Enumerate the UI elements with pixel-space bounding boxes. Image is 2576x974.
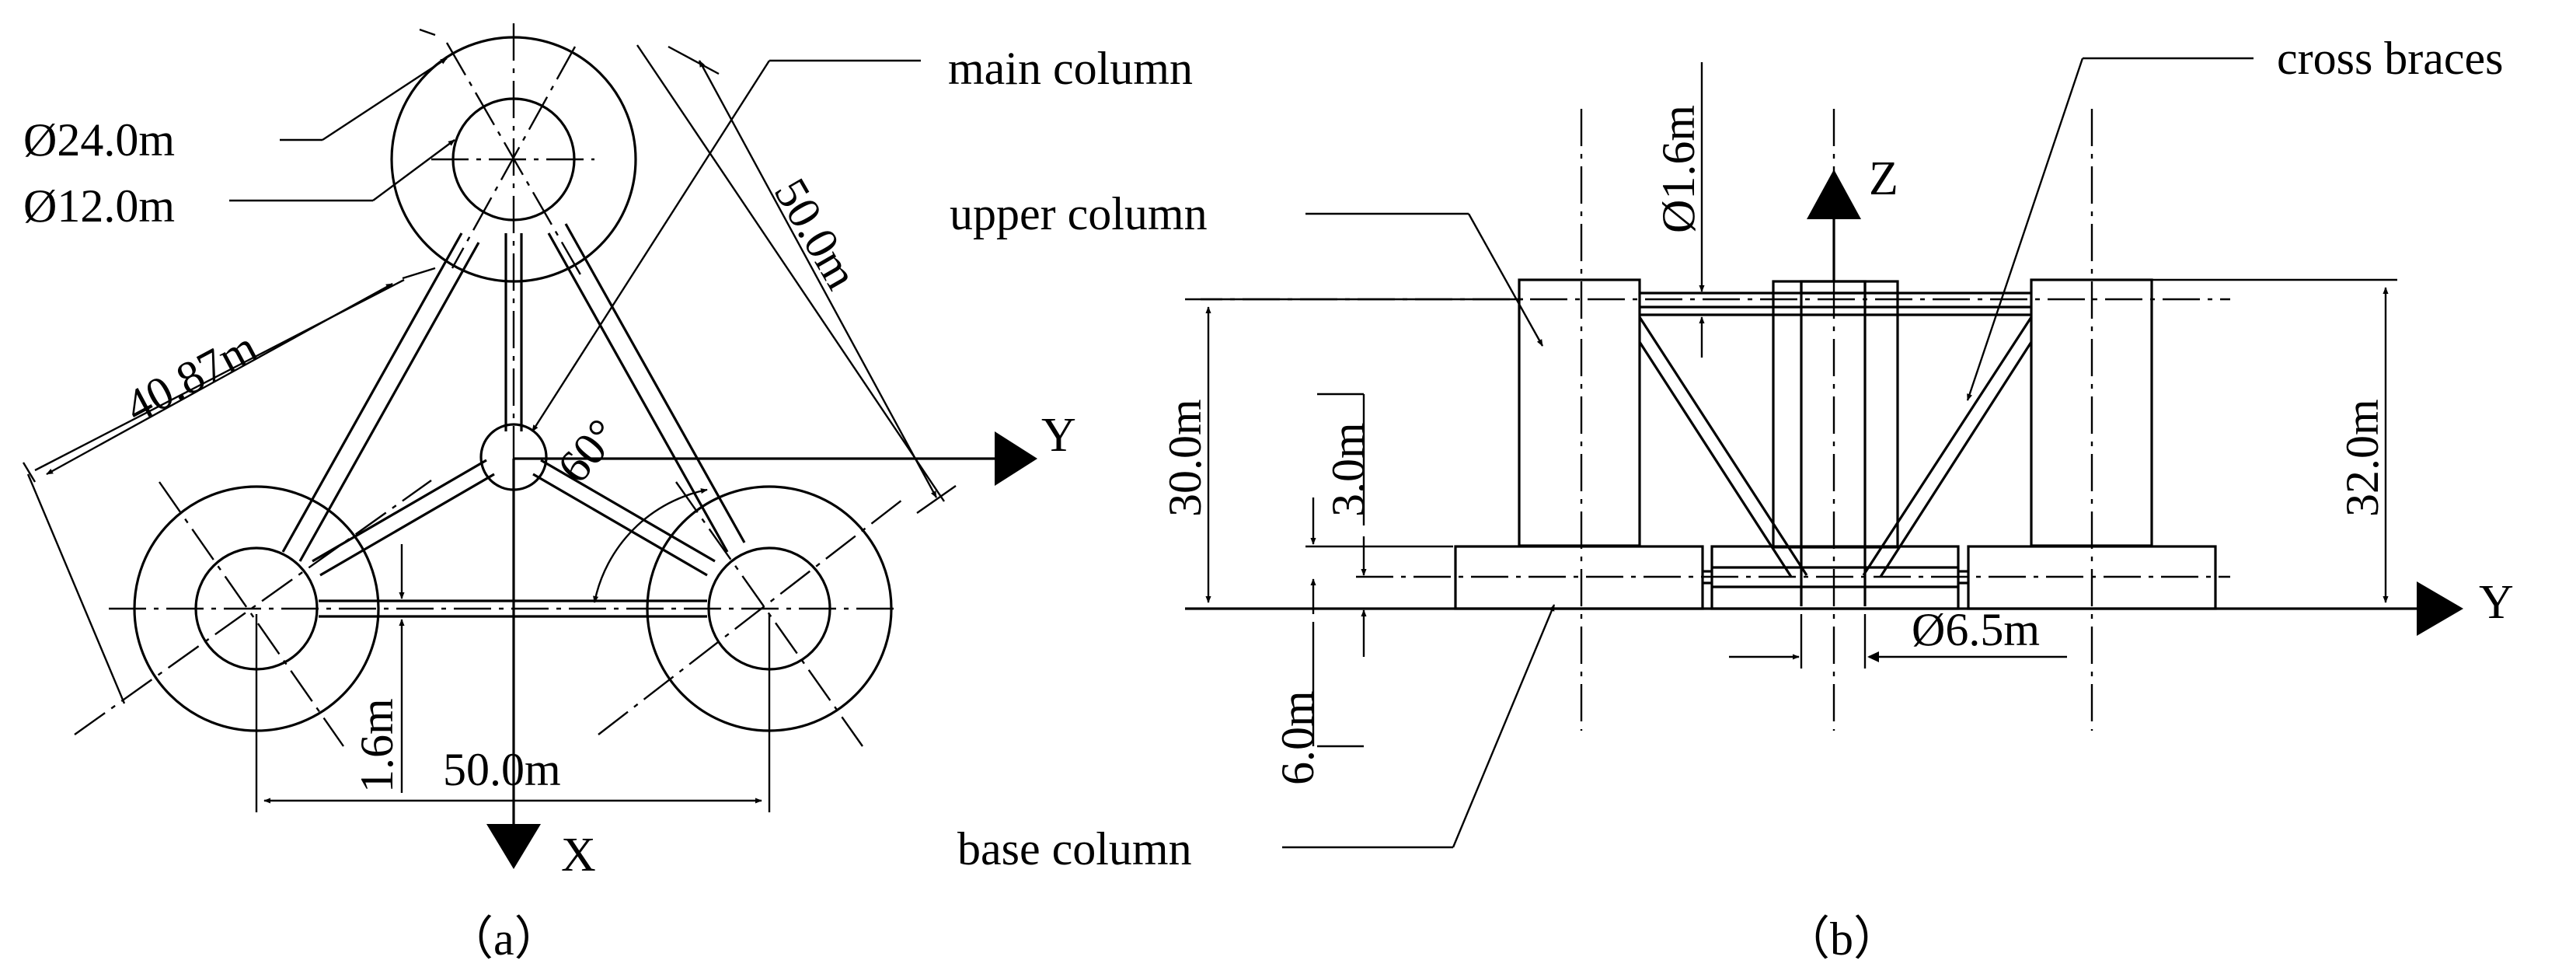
main-diameter-label: Ø6.5m <box>1912 604 2040 655</box>
elevation-view: Y Z 30.0m 3.0m 6.0m <box>950 33 2514 965</box>
total-height-label: 30.0m <box>1159 399 1211 517</box>
main-column-elevation <box>1772 280 1899 549</box>
main-column-leader: main column <box>531 43 1193 432</box>
side-length-label: 40.87m <box>117 321 265 433</box>
dim-total-height: 30.0m <box>1159 298 1523 603</box>
elevation-axes: Y Z <box>1185 152 2514 636</box>
cross-braces-label: cross braces <box>2277 33 2504 84</box>
angle-label: 60° <box>547 410 629 493</box>
dim-main-diameter: Ø6.5m <box>1729 604 2067 669</box>
top-braces <box>1640 292 2031 316</box>
dim-upper-height: 32.0m <box>2152 278 2397 603</box>
offset-label: 1.6m <box>351 698 403 793</box>
elevation-leaders: upper column cross braces base column <box>950 33 2504 875</box>
outer-diameter-label: Ø24.0m <box>23 114 175 166</box>
upper-column-left <box>1518 278 1641 547</box>
dim-brace-diameter: Ø1.6m <box>1653 62 1705 358</box>
plan-y-axis-label: Y <box>1041 409 1076 462</box>
top-column-outer <box>390 36 637 283</box>
plan-x-axis-label: X <box>561 829 596 881</box>
base-top-label: 3.0m <box>1323 422 1374 517</box>
diameter-leaders: Ø24.0m Ø12.0m <box>23 57 455 232</box>
diagonal-label: 50.0m <box>765 170 868 298</box>
upper-columns <box>1518 278 2153 606</box>
spacing-label: 50.0m <box>443 744 561 795</box>
elevation-y-axis-label: Y <box>2479 576 2514 629</box>
caption-a: （a） <box>447 913 561 965</box>
caption-b: （b） <box>1783 913 1900 965</box>
top-column-inner <box>451 97 576 222</box>
elevation-z-axis-label: Z <box>1869 152 1898 205</box>
inner-diameter-label: Ø12.0m <box>23 180 175 232</box>
elevation-centerlines <box>1185 109 2230 731</box>
draft-label: 6.0m <box>1272 690 1323 785</box>
brace-diameter-label: Ø1.6m <box>1653 105 1704 233</box>
base-column-label: base column <box>957 823 1192 875</box>
dim-spacing: 50.0m <box>255 614 771 812</box>
main-column-label: main column <box>948 43 1193 94</box>
plan-centerlines <box>74 23 906 801</box>
plan-axes: Y X <box>486 409 1076 881</box>
cross-braces <box>1638 316 2033 578</box>
dim-diagonal: 50.0m <box>636 44 957 514</box>
angle-indicator: 60° <box>547 410 708 603</box>
upper-height-label: 32.0m <box>2337 399 2388 517</box>
dim-base: 3.0m 6.0m <box>1272 393 1453 785</box>
upper-column-label: upper column <box>950 188 1208 239</box>
dim-offset: 1.6m <box>351 544 405 793</box>
